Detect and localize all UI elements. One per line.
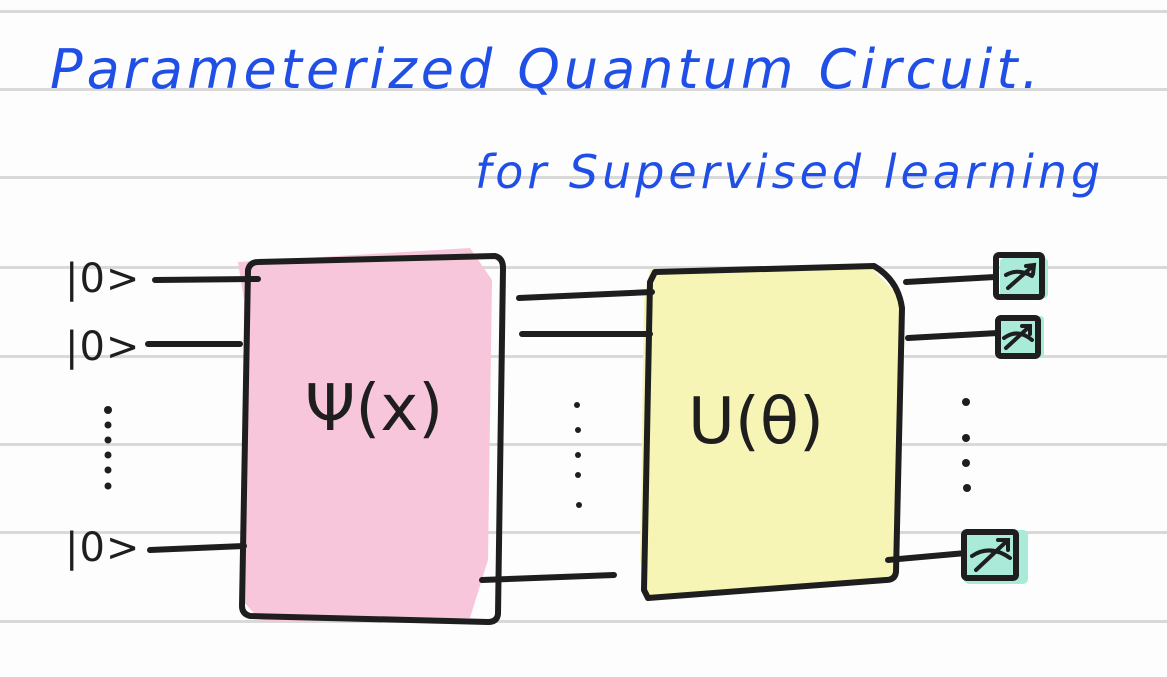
meter-icon xyxy=(995,315,1044,359)
title-line-2: for Supervised learning xyxy=(475,145,1105,199)
output-ellipsis xyxy=(962,398,971,492)
ruled-line xyxy=(0,620,1167,623)
title-line-1: Parameterized Quantum Circuit. xyxy=(50,38,1043,101)
variational-gate-highlight xyxy=(640,266,902,596)
variational-gate-box xyxy=(641,263,905,601)
meter-icon xyxy=(993,252,1048,300)
encoding-gate-highlight xyxy=(238,248,492,622)
ruled-line xyxy=(0,10,1167,13)
qubit-wire-1-in xyxy=(152,276,261,283)
middle-ellipsis xyxy=(574,402,582,508)
qubit-input-label: |0> xyxy=(65,324,141,370)
ruled-line xyxy=(0,88,1167,91)
output-wire-2 xyxy=(905,330,1001,341)
ruled-line xyxy=(0,443,1167,446)
middle-wire-n xyxy=(479,572,617,583)
ruled-line xyxy=(0,176,1167,179)
qubit-input-label: |0> xyxy=(65,256,141,302)
qubit-input-label: |0> xyxy=(65,525,141,571)
middle-wire-1 xyxy=(516,289,655,301)
variational-gate-label: U(θ) xyxy=(688,385,824,459)
encoding-gate-box xyxy=(239,253,506,625)
encoding-gate-label: Ψ(x) xyxy=(305,372,444,446)
ruled-line xyxy=(0,531,1167,534)
output-wire-n xyxy=(885,550,969,563)
input-ellipsis xyxy=(104,406,112,490)
meter-icon xyxy=(961,529,1028,584)
ruled-line xyxy=(0,266,1167,269)
qubit-wire-n-in xyxy=(147,543,247,553)
output-wire-1 xyxy=(903,274,998,285)
ruled-line xyxy=(0,355,1167,358)
